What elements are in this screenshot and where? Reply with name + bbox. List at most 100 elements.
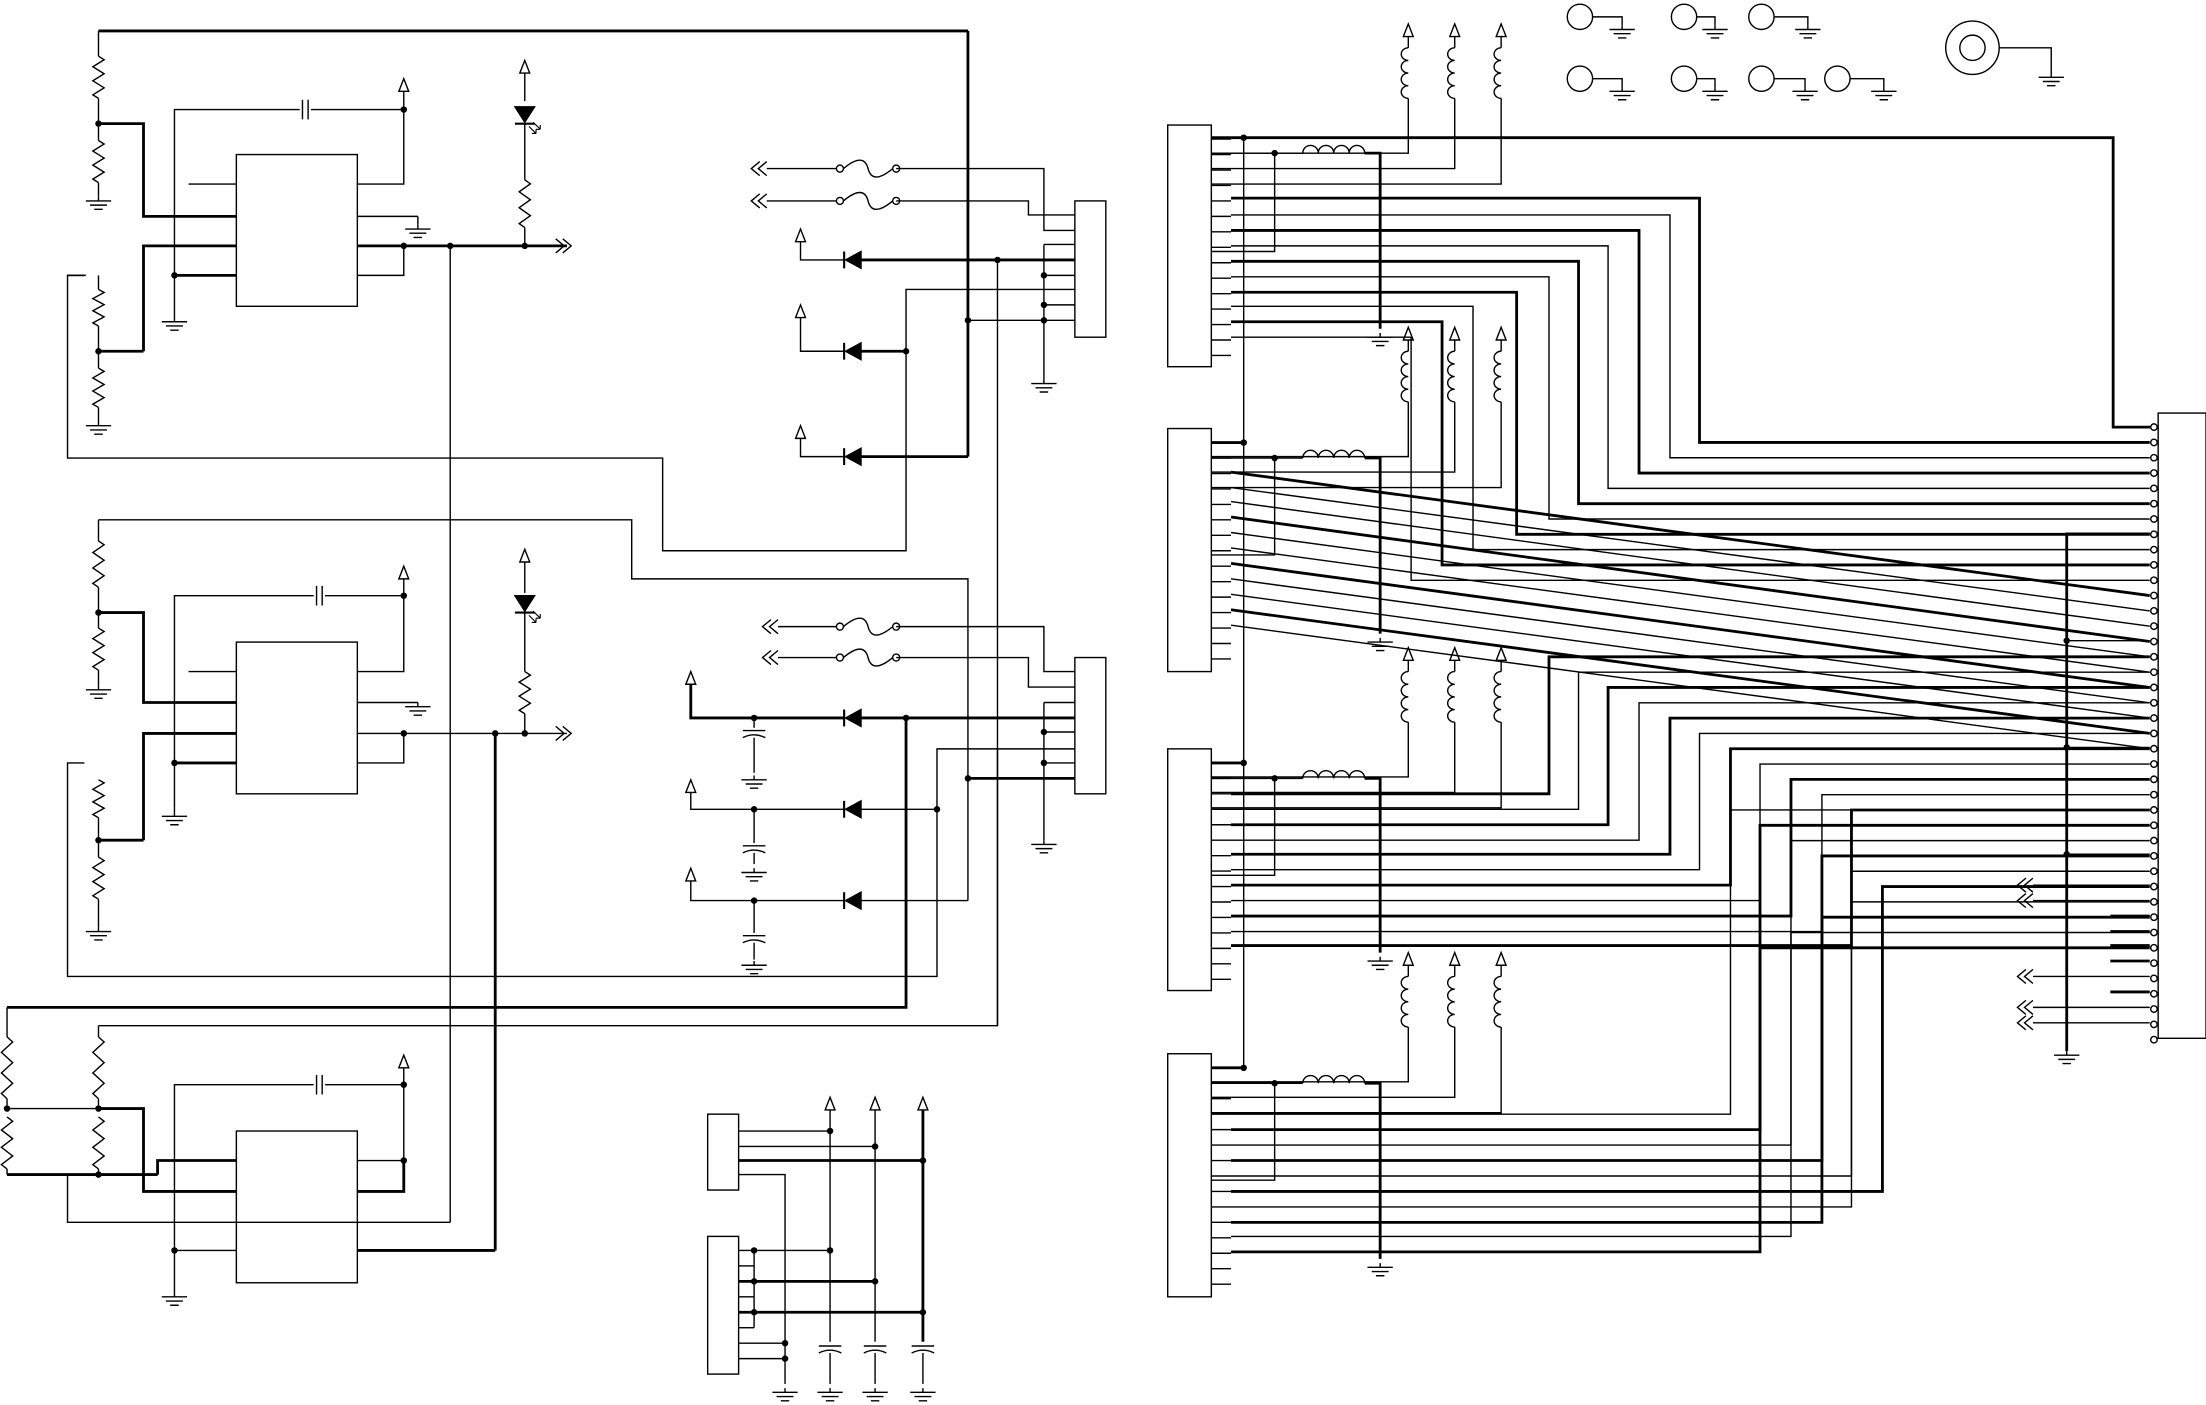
connector-pin — [2151, 991, 2157, 997]
signal-arrow-icon — [763, 620, 778, 634]
signal-arrow-icon — [751, 162, 766, 176]
ground-icon — [86, 197, 111, 210]
ground-icon — [1609, 87, 1634, 100]
connector-pin — [2151, 485, 2157, 491]
connector-pin — [2151, 439, 2157, 445]
resistor-icon — [93, 289, 104, 326]
connector-pin — [2151, 730, 2157, 736]
power-arrow-icon — [870, 1097, 880, 1110]
junction-dot — [965, 317, 971, 323]
ground-icon — [817, 1388, 842, 1401]
led-icon — [515, 107, 540, 134]
decoupling-network — [708, 1097, 936, 1400]
capacitor-icon — [819, 1346, 842, 1353]
junction-dot — [903, 715, 909, 721]
ground-icon — [910, 1388, 935, 1401]
connector-block — [708, 1236, 739, 1374]
inductor-icon — [1448, 48, 1455, 99]
resistor-icon — [93, 1037, 104, 1099]
capacitor-icon — [317, 586, 323, 606]
ic-chip — [236, 1131, 357, 1283]
inductor-icon — [1494, 48, 1501, 99]
connector-pin — [2151, 577, 2157, 583]
signal-arrow-icon — [2017, 894, 2032, 908]
connector-pin — [2151, 853, 2157, 859]
power-arrow-icon — [1450, 953, 1460, 966]
ground-icon — [1871, 87, 1896, 100]
connector-pin — [2151, 470, 2157, 476]
connector-pin — [2151, 1006, 2157, 1012]
power-arrow-icon — [1450, 648, 1460, 661]
ground-icon — [405, 225, 430, 238]
power-arrow-icon — [1496, 327, 1506, 340]
ground-icon — [405, 703, 430, 716]
inductor-icon — [1494, 976, 1501, 1027]
power-arrow-icon — [918, 1097, 928, 1110]
mounting-hole-icon — [1671, 4, 1696, 29]
ground-icon — [2039, 73, 2064, 86]
capacitor-icon — [743, 731, 766, 738]
diode-icon — [844, 343, 861, 360]
inductor-icon — [1303, 145, 1365, 153]
ground-icon — [741, 868, 766, 881]
connector-pin — [2151, 669, 2157, 675]
connector-pin — [2151, 883, 2157, 889]
diode-bank-1 — [751, 160, 1106, 465]
connector-pin — [2151, 623, 2157, 629]
power-arrow-icon — [796, 426, 806, 439]
connector-block — [1168, 125, 1212, 367]
power-arrow-icon — [796, 229, 806, 242]
inductor-icon — [1448, 351, 1455, 402]
inductor-icon — [1401, 48, 1408, 99]
inductor-icon — [1448, 976, 1455, 1027]
schematic-artwork — [1, 4, 2206, 1401]
connector-pin — [2151, 592, 2157, 598]
power-arrow-icon — [1450, 327, 1460, 340]
connector-pin — [2151, 868, 2157, 874]
signal-arrow-icon — [2017, 1016, 2032, 1030]
ground-icon — [1031, 840, 1056, 853]
connector-block — [708, 1114, 739, 1190]
ground-icon — [1031, 379, 1056, 392]
diode-icon — [844, 801, 861, 818]
power-arrow-icon — [686, 672, 696, 685]
main-connector — [1231, 198, 2206, 1252]
connector-pin — [2151, 715, 2157, 721]
connector-pin — [2151, 516, 2157, 522]
ground-icon — [86, 686, 111, 699]
connector-pin — [2151, 684, 2157, 690]
connector-block — [1168, 749, 1212, 991]
connector-pin — [2151, 960, 2157, 966]
ground-icon — [2054, 1051, 2079, 1064]
connector-pin — [2151, 945, 2157, 951]
signal-arrow-icon — [763, 651, 778, 665]
connector-block — [1075, 658, 1106, 794]
connector-pin — [2151, 761, 2157, 767]
ground-icon — [1702, 25, 1727, 38]
timer-stage-2 — [68, 520, 1077, 1251]
connector-block — [1168, 429, 1212, 672]
ground-icon — [1367, 1263, 1392, 1276]
resistor-icon — [93, 628, 104, 670]
diode-icon — [844, 710, 861, 727]
connector-pin — [2151, 837, 2157, 843]
inductor-icon — [1401, 351, 1408, 402]
junction-dot — [994, 257, 1000, 263]
ground-icon — [86, 422, 111, 435]
resistor-icon — [519, 180, 530, 228]
power-arrow-icon — [1496, 24, 1506, 37]
fuse-icon — [836, 649, 899, 666]
connector-pin — [2151, 455, 2157, 461]
mounting-hole-icon — [1825, 66, 1850, 91]
power-arrow-icon — [520, 60, 530, 73]
connector-pin — [2151, 638, 2157, 644]
connector-pin — [2151, 1036, 2157, 1042]
power-arrow-icon — [1496, 953, 1506, 966]
power-arrow-icon — [399, 79, 409, 92]
power-arrow-icon — [399, 566, 409, 579]
ground-icon — [1609, 25, 1634, 38]
resistor-icon — [93, 368, 104, 407]
capacitor-icon — [317, 1075, 323, 1095]
connector-pin — [2151, 531, 2157, 537]
